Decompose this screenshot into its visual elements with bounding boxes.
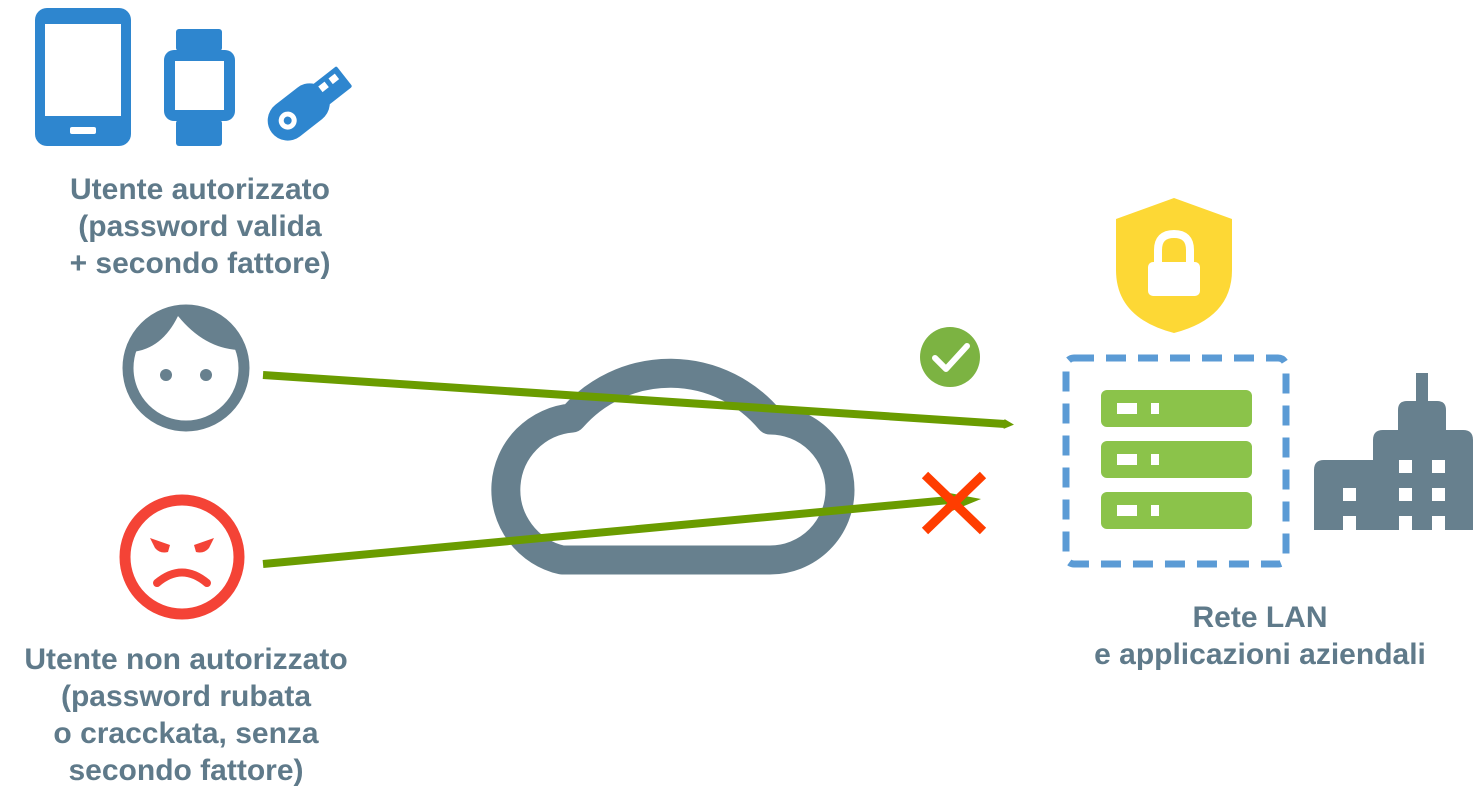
network-line-1: Rete LAN — [1192, 601, 1328, 634]
authorized-user-line-3: + secondo fattore) — [69, 247, 331, 280]
smartwatch-icon — [164, 29, 235, 146]
check-icon — [920, 327, 980, 387]
authorized-user-label: Utente autorizzato (password valida + se… — [20, 171, 380, 282]
usb-key-icon — [267, 66, 352, 141]
unauthorized-user-line-4: secondo fattore) — [68, 754, 304, 787]
happy-face-icon — [122, 304, 250, 432]
unauthorized-user-line-1: Utente non autorizzato — [24, 643, 348, 676]
authorized-access-arrow — [262, 371, 1014, 429]
network-line-2: e applicazioni aziendali — [1094, 638, 1426, 671]
cross-icon — [921, 471, 987, 535]
smartphone-icon — [35, 8, 131, 146]
unauthorized-user-line-2: (password rubata — [60, 680, 312, 713]
unauthorized-user-line-3: o cracckata, senza — [53, 717, 319, 750]
authorized-user-line-2: (password valida — [78, 210, 322, 243]
unauthorized-user-label: Utente non autorizzato (password rubata … — [0, 641, 372, 789]
unauthorized-access-arrow — [262, 495, 961, 568]
angry-face-icon — [119, 494, 245, 620]
authorized-user-line-1: Utente autorizzato — [69, 173, 330, 206]
network-label: Rete LAN e applicazioni aziendali — [1060, 599, 1460, 673]
shield-lock-icon — [1116, 198, 1232, 333]
lan-boundary — [1062, 354, 1290, 568]
server-rack-icon — [1101, 390, 1252, 529]
building-icon — [1314, 373, 1473, 530]
